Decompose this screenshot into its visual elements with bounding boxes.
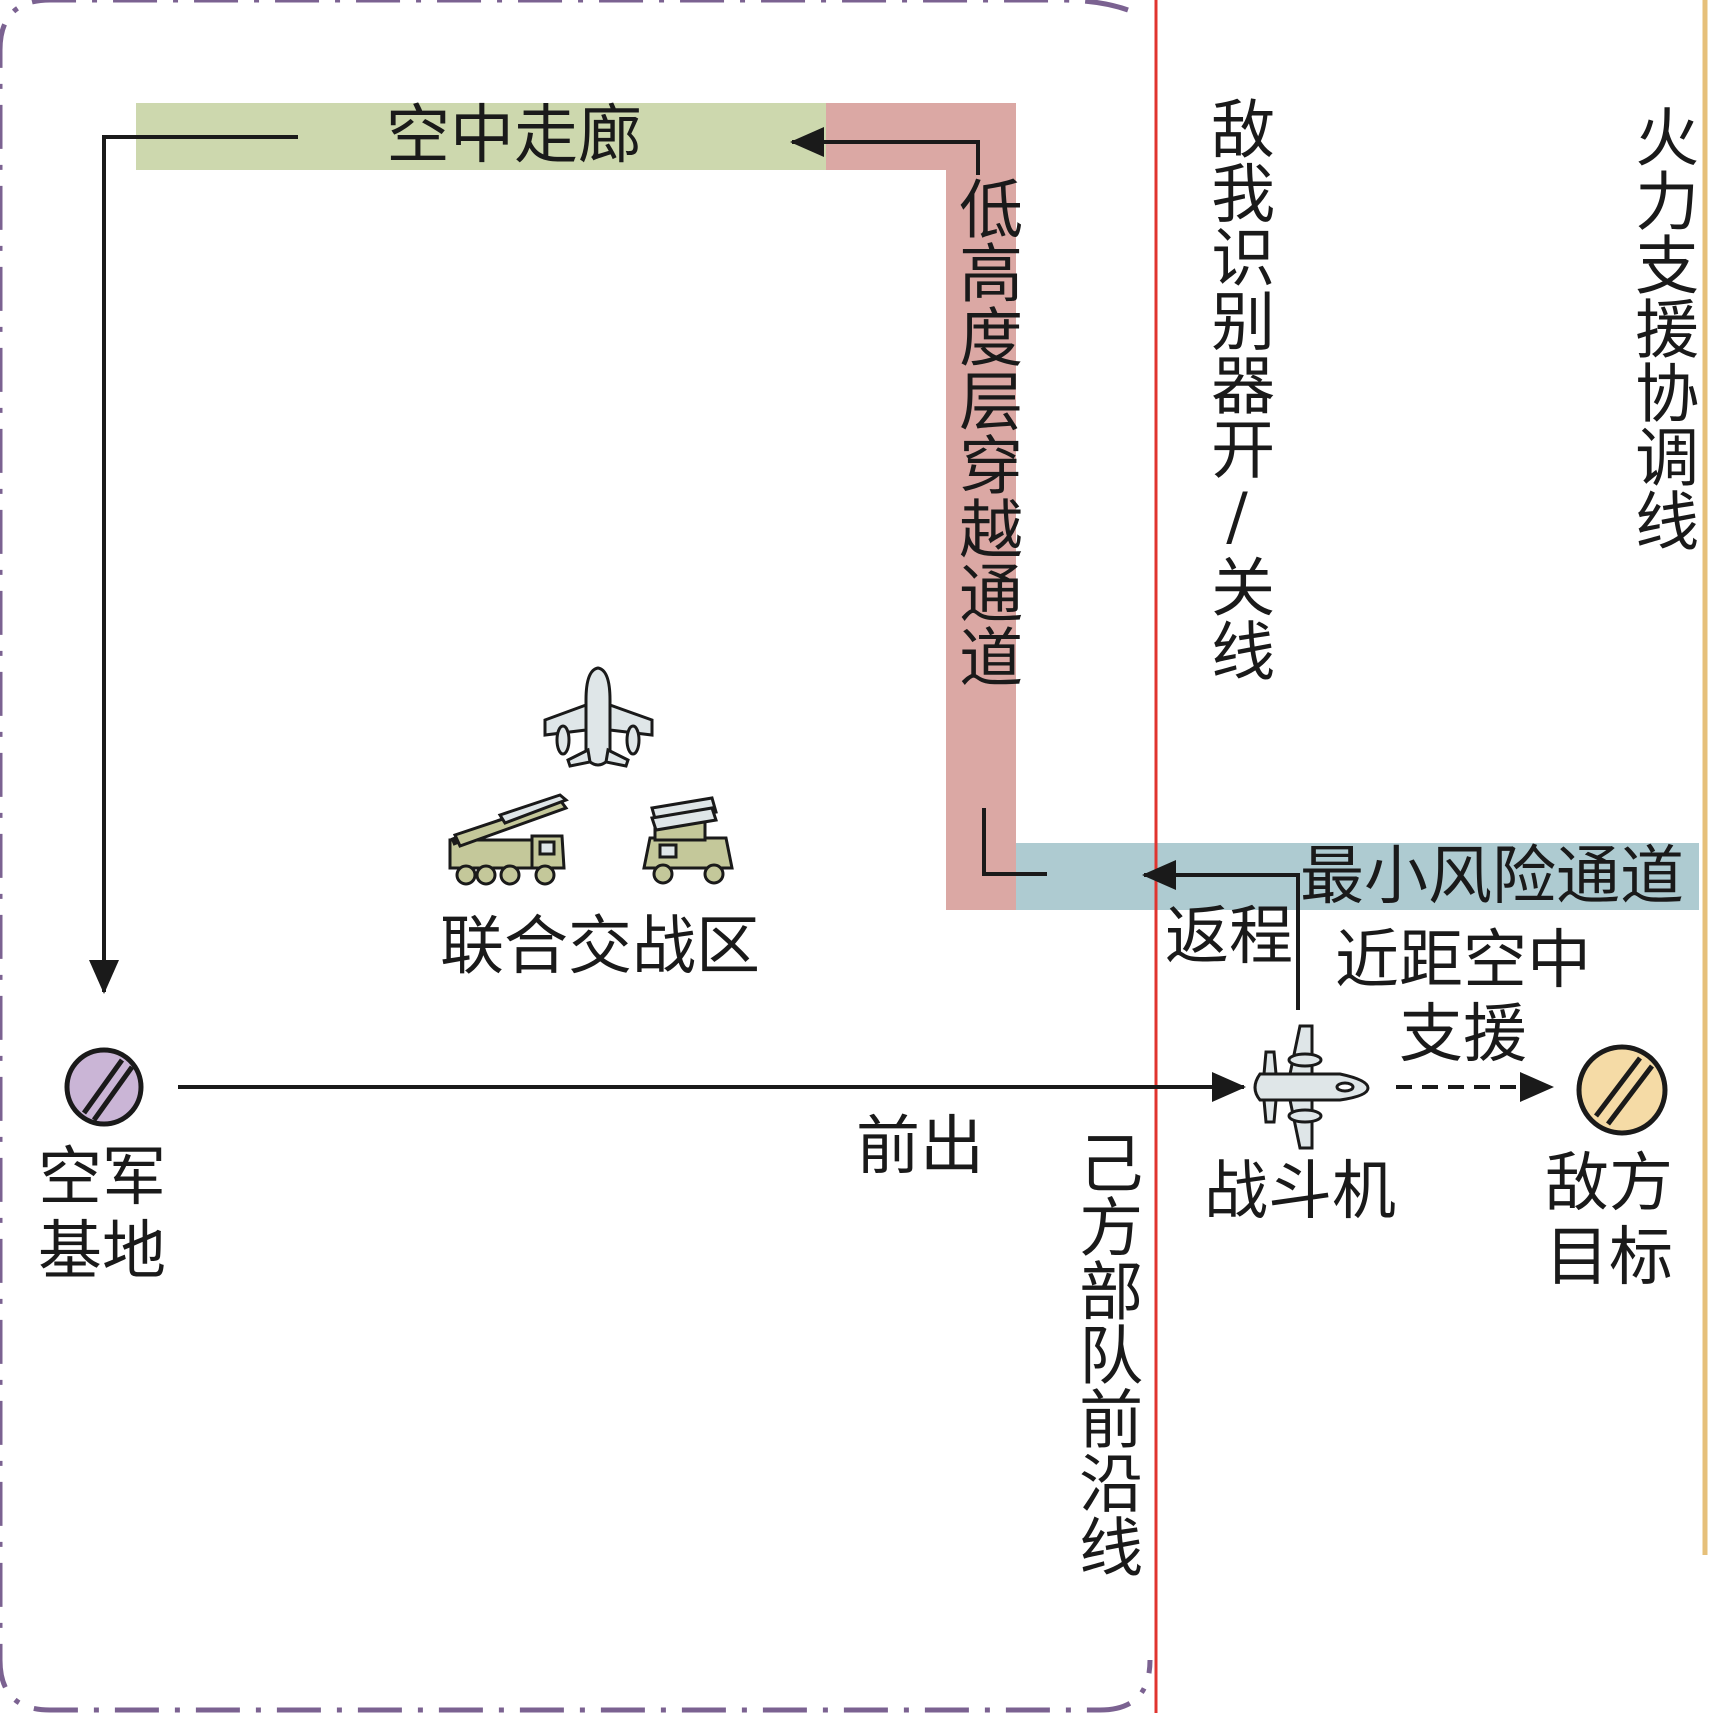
joint-engagement-zone-label: 联合交战区 xyxy=(440,910,760,984)
hatched-circle-icon xyxy=(64,1047,144,1127)
corridor-to-base-arrow xyxy=(89,135,298,994)
low-altitude-to-corridor-arrow xyxy=(790,127,980,175)
iff-line-label: 敌我识别器开/关线 xyxy=(1200,96,1275,682)
hatched-circle-icon xyxy=(1576,1044,1668,1136)
flot-label: 己方部队前沿线 xyxy=(1068,1130,1143,1578)
air-corridor-label: 空中走廊 xyxy=(386,99,642,173)
low-altitude-channel-band xyxy=(946,170,1016,910)
enemy-target-label: 敌方目标 xyxy=(1545,1147,1673,1295)
friendly-area-boundary xyxy=(0,0,1153,1713)
return-label: 返程 xyxy=(1165,900,1293,974)
return-arrow xyxy=(1142,860,1300,1010)
aircraft-icon xyxy=(543,666,654,768)
cas-label: 近距空中支援 xyxy=(1335,924,1591,1072)
low-altitude-channel-band-top xyxy=(826,103,1016,170)
fscl-label: 火力支援协调线 xyxy=(1624,104,1699,552)
rocket-launcher-vehicle-icon xyxy=(642,796,734,885)
min-risk-channel-band xyxy=(1016,843,1699,910)
min-risk-channel-label: 最小风险通道 xyxy=(1300,840,1684,914)
missile-launcher-truck-icon xyxy=(448,793,569,886)
low-altitude-channel-label: 低高度层穿越通道 xyxy=(948,176,1023,688)
fighter-jet-icon xyxy=(1253,1024,1370,1150)
fighter-label: 战斗机 xyxy=(1204,1155,1396,1229)
low-altitude-path xyxy=(982,808,1047,876)
air-base-label: 空军基地 xyxy=(38,1141,166,1289)
outbound-label: 前出 xyxy=(856,1110,984,1184)
